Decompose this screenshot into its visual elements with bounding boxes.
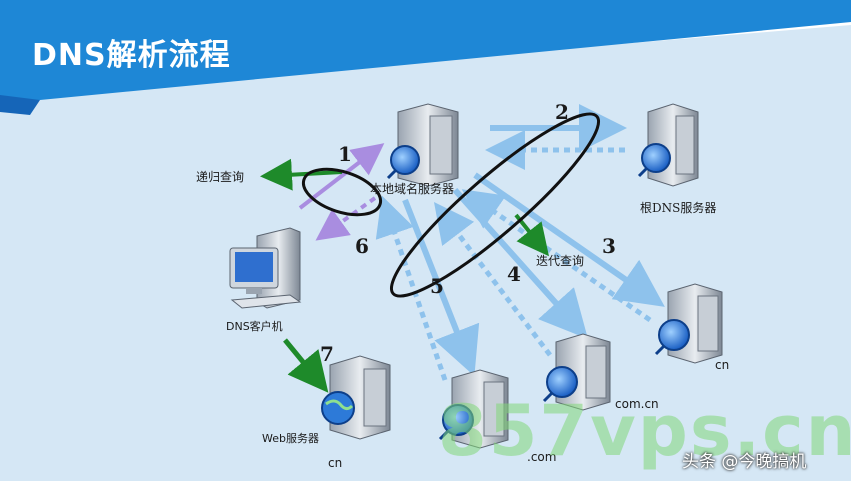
web-server-icon xyxy=(321,355,391,440)
watermark: 857vps.cn xyxy=(438,390,851,472)
title-banner xyxy=(0,0,851,100)
bottom-cn-label: cn xyxy=(328,456,343,470)
brand-credit: 头条 @今晚搞机 xyxy=(682,452,807,472)
comcn-server-icon xyxy=(542,333,611,411)
local-dns-label: 本地域名服务器 xyxy=(370,182,455,196)
arrow-client-to-web xyxy=(283,338,329,393)
dns-client-label: DNS客户机 xyxy=(226,320,283,333)
cn-server-label: cn xyxy=(715,358,730,372)
page-title: DNS解析流程 xyxy=(32,38,231,73)
step-1: 1 xyxy=(338,142,352,166)
com-server-label: .com xyxy=(527,450,557,464)
dns-client-computer-icon xyxy=(229,227,302,309)
iterative-query-label: 迭代查询 xyxy=(536,254,585,268)
step-3: 3 xyxy=(602,234,616,258)
ellipse-iterative xyxy=(389,112,601,298)
arrow-comcn-to-local xyxy=(433,202,552,357)
step-2: 2 xyxy=(555,100,569,124)
step-4: 4 xyxy=(507,262,521,286)
root-dns-label: 根DNS服务器 xyxy=(640,201,717,215)
recursive-query-label: 递归查询 xyxy=(196,170,245,184)
web-server-label: Web服务器 xyxy=(262,432,319,445)
ellipse-recursive xyxy=(301,167,383,217)
arrow-cn-to-local xyxy=(461,189,652,323)
step-5: 5 xyxy=(430,274,444,298)
arrow-recursive-label xyxy=(260,158,343,191)
step-7: 7 xyxy=(320,342,334,366)
comcn-server-label: com.cn xyxy=(615,397,659,411)
arrow-local-to-comcn xyxy=(452,188,588,339)
step-6: 6 xyxy=(355,234,369,258)
cn-server-icon xyxy=(654,283,723,364)
banner-fold xyxy=(0,95,40,115)
local-dns-server-icon xyxy=(386,103,459,187)
com-server-icon xyxy=(438,369,509,449)
root-dns-server-icon xyxy=(637,103,699,187)
